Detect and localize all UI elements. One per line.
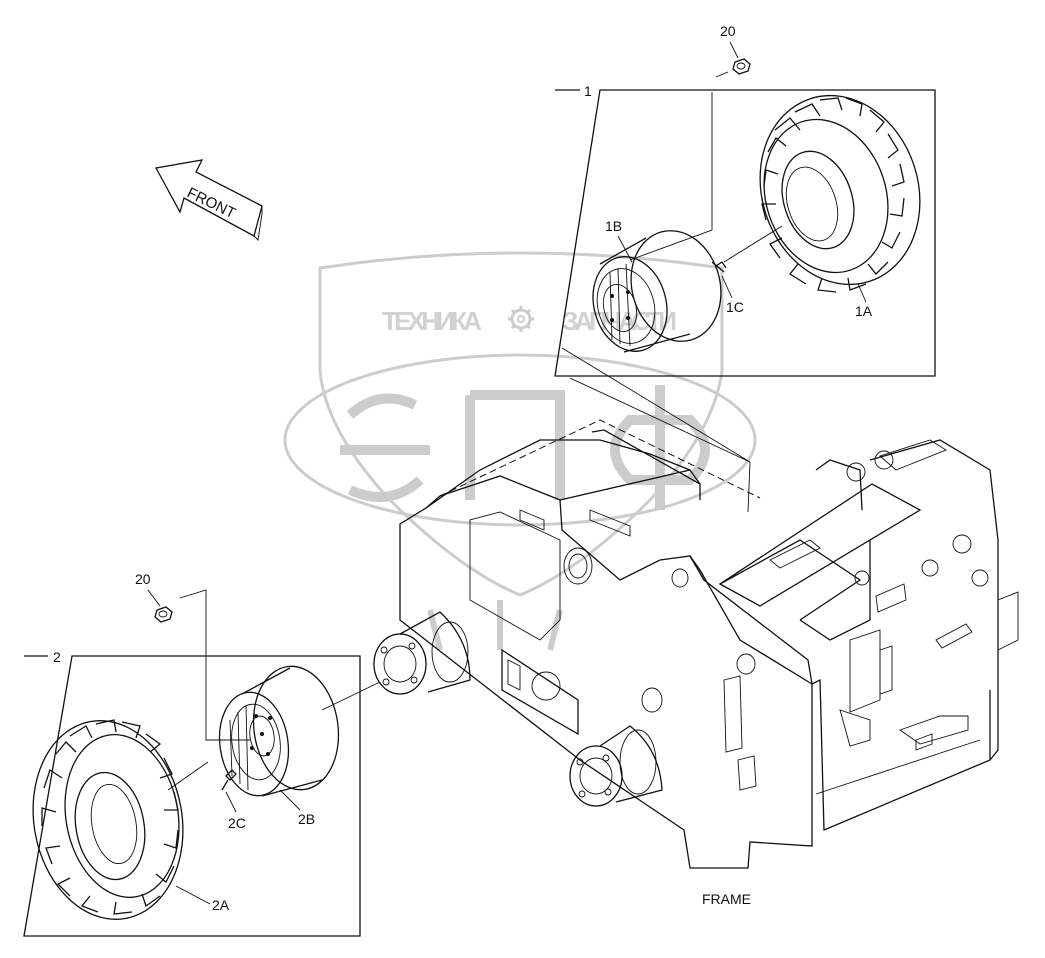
rim-2b: 2B	[218, 665, 340, 827]
gear-icon	[508, 306, 534, 332]
callout-nut-left: 20	[135, 571, 151, 587]
callout-1a: 1A	[855, 303, 873, 319]
group-1-box: 1	[554, 83, 936, 377]
front-arrow: FRONT	[154, 159, 263, 241]
nut-20-top: 20	[629, 23, 751, 261]
callout-group-2: 2	[53, 649, 61, 665]
nut-20-left: 20	[135, 571, 250, 741]
callout-2b: 2B	[298, 811, 315, 827]
callout-1b: 1B	[605, 218, 622, 234]
watermark-logo: ТЕХНИКА ЗАПЧАСТИ	[283, 251, 757, 651]
valve-1c: 1C	[711, 261, 744, 315]
callout-2c: 2C	[228, 815, 246, 831]
group-2-box: 2	[23, 649, 361, 937]
frame: FRAME	[373, 419, 1019, 907]
valve-2c: 2C	[221, 769, 246, 831]
callout-group-1: 1	[584, 83, 592, 99]
callout-2a: 2A	[212, 897, 230, 913]
callout-1c: 1C	[726, 299, 744, 315]
rim-1b: 1B	[592, 218, 722, 353]
watermark-company: ТЕХНИКА	[382, 306, 482, 336]
callout-nut-top: 20	[720, 23, 736, 39]
tire-1a: 1A	[723, 94, 921, 319]
frame-label: FRAME	[702, 891, 751, 907]
tire-2a: 2A	[32, 719, 230, 920]
